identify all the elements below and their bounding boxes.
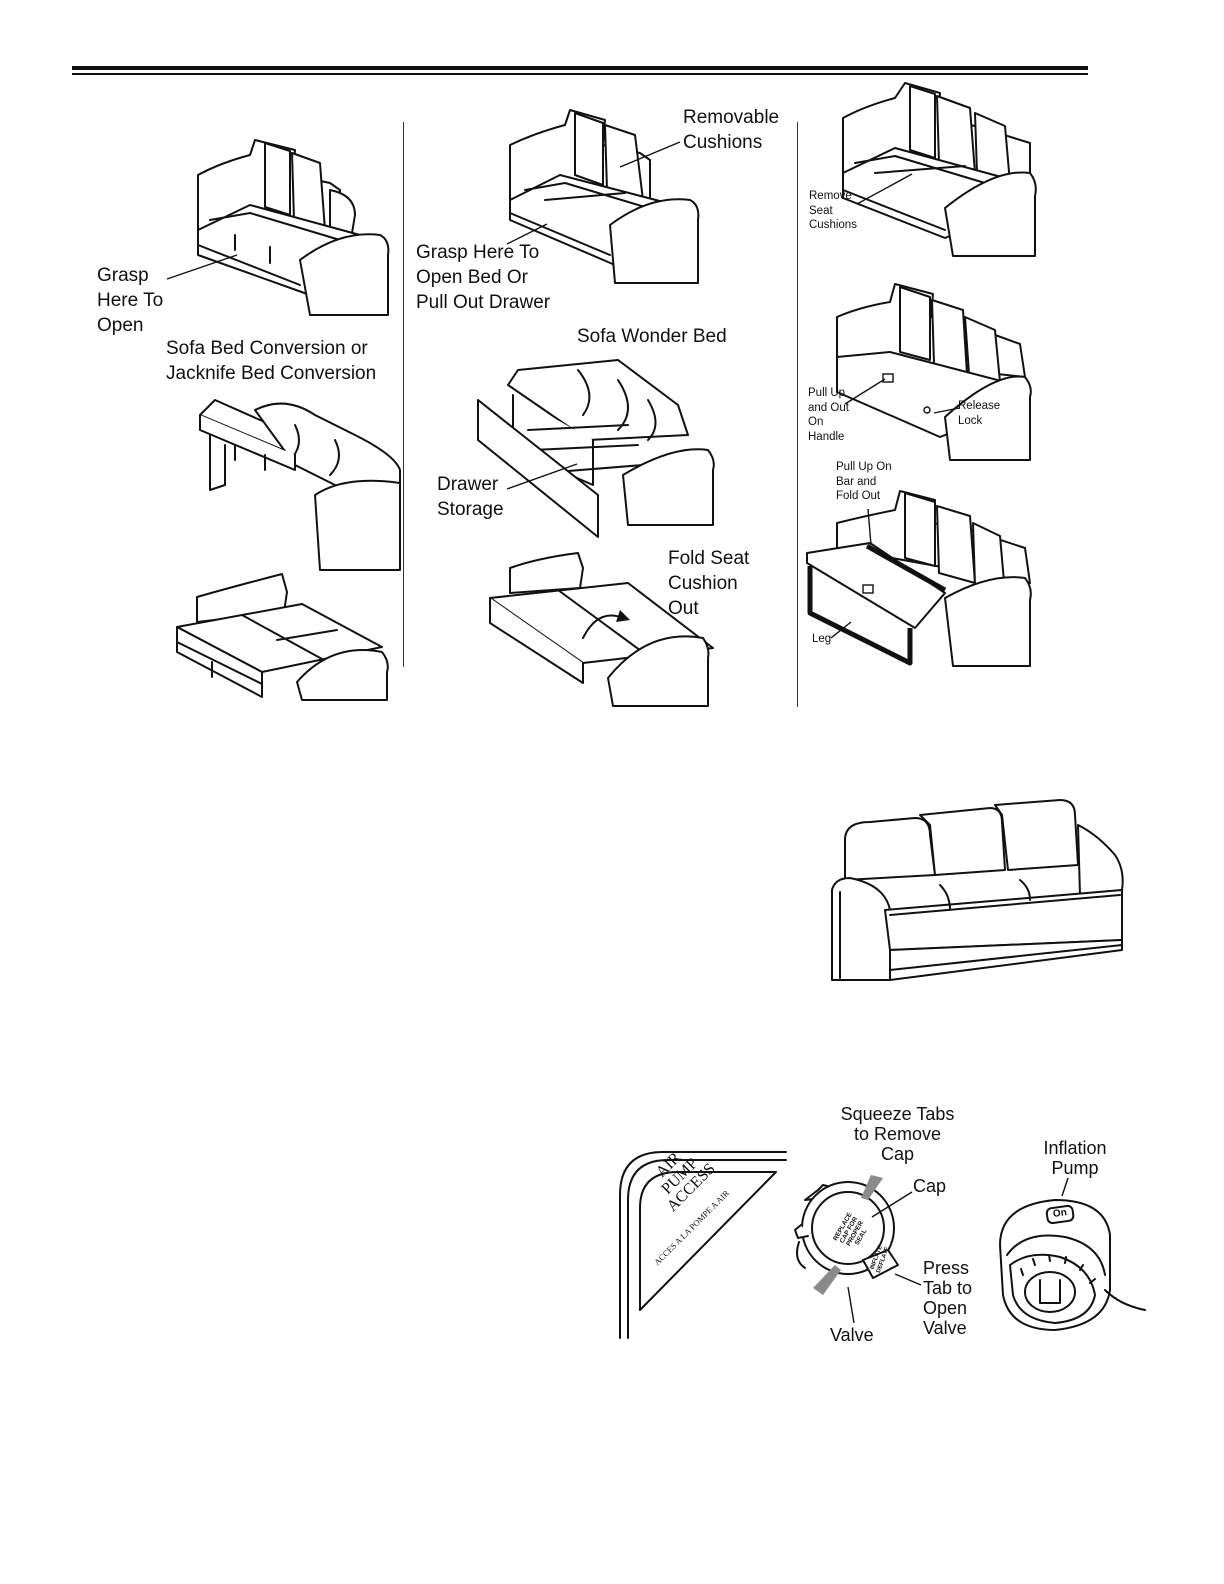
inflation-pump-illustration: [995, 1195, 1146, 1335]
cap-label: Cap: [913, 1176, 947, 1196]
pull-up-handle-label: Pull Up and Out On Handle: [808, 387, 849, 443]
cap-leader: [870, 1190, 915, 1220]
divider-right: [797, 122, 798, 707]
header-rule-thin: [72, 73, 1088, 75]
remove-seat-cushions-leader: [855, 172, 915, 207]
sofa-right-handle-illustration: [835, 282, 1035, 462]
sofa-wonder-bed-caption: Sofa Wonder Bed: [577, 326, 727, 347]
sofa-jackknife-closed-illustration: [190, 135, 395, 320]
drawer-storage-leader: [505, 462, 580, 492]
divider-left: [403, 122, 404, 667]
valve-label: Valve: [830, 1325, 874, 1345]
fold-seat-cushion-label: Fold Seat Cushion Out: [668, 548, 750, 619]
removable-cushions-label: Removable Cushions: [683, 107, 780, 153]
release-lock-leader: [932, 405, 962, 415]
pull-up-bar-label: Pull Up On Bar and Fold Out: [836, 461, 892, 502]
press-tab-leader: [893, 1272, 923, 1287]
leg-leader: [829, 620, 854, 640]
sofa-right-leg-illustration: [805, 488, 1035, 668]
sofa-jackknife-reclining-illustration: [195, 395, 401, 571]
pump-on-button-text: On: [1052, 1207, 1068, 1220]
drawer-storage-label: Drawer Storage: [437, 474, 504, 520]
sofa-jackknife-bed-illustration: [172, 572, 402, 701]
sofa-wonder-drawer-illustration: [477, 355, 718, 540]
jackknife-caption: Sofa Bed Conversion or Jacknife Bed Conv…: [166, 338, 377, 384]
leg-label: Leg: [812, 633, 832, 645]
squeeze-tabs-label: Squeeze Tabs to Remove Cap: [840, 1104, 955, 1164]
inflation-pump-leader: [1060, 1176, 1070, 1198]
valve-leader: [846, 1285, 861, 1325]
press-tab-label: Press Tab to Open Valve: [923, 1258, 973, 1338]
pull-up-bar-leader: [866, 507, 876, 547]
air-pump-access-panel: [618, 1150, 788, 1340]
release-lock-label: Release Lock: [958, 400, 1001, 427]
removable-cushions-leader: [618, 140, 683, 170]
remove-seat-cushions-label: Remove Seat Cushions: [809, 190, 857, 231]
header-rule-thick: [72, 66, 1088, 70]
grasp-leader-line-middle: [505, 222, 550, 247]
grasp-open-bed-label: Grasp Here To Open Bed Or Pull Out Drawe…: [416, 242, 551, 313]
inflation-pump-label: Inflation Pump: [1043, 1138, 1107, 1178]
sofa-wonder-folded-illustration: [488, 548, 714, 707]
sofa-three-seat-illustration: [830, 799, 1130, 985]
sofa-right-closed-illustration: [835, 78, 1040, 258]
grasp-here-to-open-label: Grasp Here To Open: [97, 265, 164, 336]
pull-handle-leader: [843, 377, 888, 407]
valve-cap-illustration: [793, 1170, 918, 1295]
sofa-wonder-closed-illustration: [505, 105, 700, 285]
grasp-leader-line-left: [165, 252, 240, 282]
